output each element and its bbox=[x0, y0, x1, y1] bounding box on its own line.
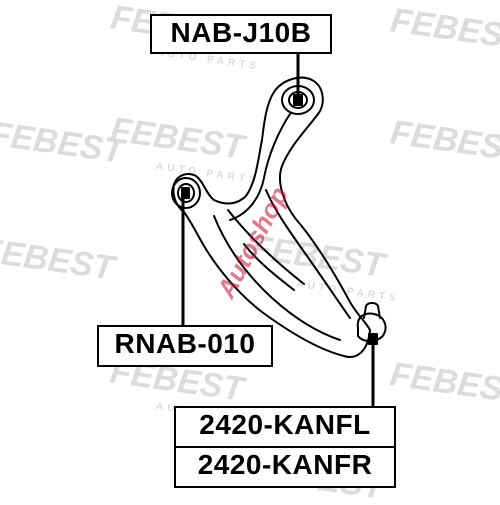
watermark-brand-3: FEBEST bbox=[108, 110, 249, 167]
watermark-brand-4: FEBEST bbox=[388, 113, 500, 170]
control-arm-lower-flange bbox=[213, 215, 341, 341]
label-ball-joint-left: 2420-KANFL bbox=[174, 406, 396, 448]
control-arm-outline bbox=[172, 76, 371, 358]
watermark-brand-7: FEBEST bbox=[0, 231, 120, 288]
watermark-brand-2: FEBEST bbox=[388, 1, 500, 58]
label-rear-bushing: RNAB-010 bbox=[97, 325, 273, 367]
watermark-brand-9: FEBEST bbox=[388, 355, 500, 412]
label-ball-joint-right: 2420-KANFR bbox=[174, 446, 396, 488]
rear-bushing-outer bbox=[171, 177, 201, 209]
watermark-tagline-6: AUTO PARTS bbox=[296, 279, 401, 304]
watermark-tagline-3: AUTO PARTS bbox=[155, 161, 260, 186]
leader-lines bbox=[181, 54, 375, 406]
control-arm-rib bbox=[227, 209, 305, 285]
upper-bushing-core bbox=[293, 94, 303, 106]
label-upper-bushing: NAB-J10B bbox=[150, 14, 332, 54]
rear-bushing-core bbox=[181, 187, 190, 199]
control-arm-rib-2 bbox=[243, 243, 295, 291]
watermark-brand-5: FEBEST bbox=[0, 115, 129, 172]
control-arm-inner-flange bbox=[229, 113, 351, 319]
rear-bushing-inner bbox=[177, 183, 195, 203]
ball-joint-stud bbox=[363, 302, 381, 319]
